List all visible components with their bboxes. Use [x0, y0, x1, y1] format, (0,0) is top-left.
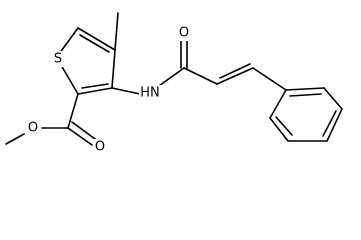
- bond-alkene-inner: [219, 63, 251, 79]
- bond-c3-n: [111, 87, 141, 95]
- sulfur-label: S: [54, 52, 62, 67]
- bond-c3-c4: [111, 49, 116, 89]
- bond-c5-s: [58, 27, 79, 55]
- bond-ph-inner-c: [275, 116, 293, 136]
- thiophene-ring: [58, 27, 116, 95]
- bond-ester-c-carbonyl-o-second: [71, 121, 96, 140]
- bond-ph-3: [326, 108, 343, 142]
- ester-carbonyl-oxygen-label: O: [95, 140, 105, 155]
- amide-nitrogen-label-bg: [139, 85, 161, 101]
- bond-c4-c5: [77, 27, 116, 51]
- bond-carbonyl-alkene: [183, 67, 218, 85]
- bond-alkene-phenyl: [252, 67, 287, 91]
- structure-diagram: S HN O O O: [5, 12, 343, 155]
- bond-ether-o-methyl: [5, 133, 25, 145]
- amide-oxygen-label: O: [179, 26, 189, 41]
- amide-nitrogen-label: HN: [140, 86, 160, 101]
- bond-ph-6: [269, 89, 287, 119]
- atom-labels: S HN O O O: [26, 25, 192, 155]
- bond-c2-ester-c: [67, 93, 79, 129]
- bond-ph-2: [323, 87, 343, 110]
- bond-s-c2: [60, 64, 79, 95]
- bond-n-carbonyl: [155, 67, 185, 89]
- methyl-ester: [5, 93, 96, 146]
- bond-alkene: [216, 67, 254, 85]
- molecule-drawing: S HN O O O: [5, 12, 343, 155]
- phenyl-ring: [269, 87, 343, 142]
- amide-oxygen-label-bg: [177, 25, 192, 41]
- bond-c4-c5-inner: [79, 34, 110, 53]
- bond-ester-c-carbonyl-o: [67, 127, 93, 146]
- ester-ether-oxygen-label-bg: [26, 120, 41, 136]
- alkene: [183, 63, 287, 91]
- bond-ph-5: [269, 117, 289, 142]
- amide-group: [111, 40, 188, 95]
- bond-c2-c3-inner: [81, 83, 109, 89]
- bond-ph-inner-b: [322, 110, 337, 137]
- ester-ether-oxygen-label: O: [28, 121, 38, 136]
- bond-c2-c3: [77, 87, 113, 95]
- ester-carbonyl-oxygen-label-bg: [93, 139, 108, 155]
- bond-ph-inner-a: [289, 93, 322, 97]
- sulfur-label-bg: [51, 51, 66, 67]
- bond-ph-1: [285, 87, 325, 91]
- bond-c4-methyl: [114, 12, 119, 51]
